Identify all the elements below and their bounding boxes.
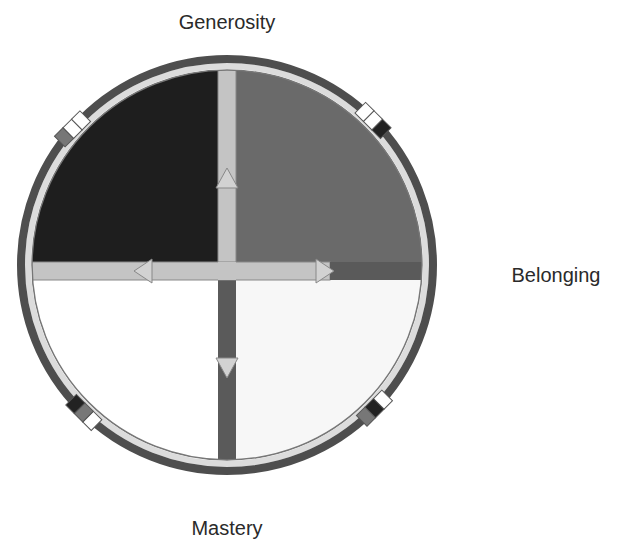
direction-label: Belonging xyxy=(512,263,601,287)
wheel-quadrants xyxy=(20,60,440,480)
direction-label: Generosity xyxy=(179,10,276,34)
ring-beads xyxy=(54,102,392,430)
direction-label: Mastery xyxy=(191,516,262,540)
